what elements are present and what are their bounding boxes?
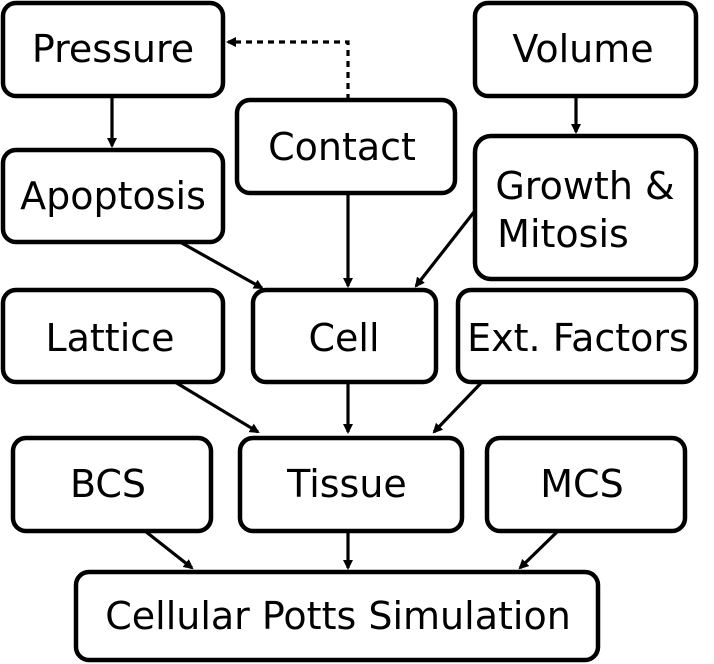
edge-lattice-to-tissue [174,380,260,434]
edge-contact-to-pressure [226,37,350,100]
node-bcs: BCS [10,435,214,534]
node-tissue: Tissue [237,435,465,534]
node-pressure: Pressure [0,0,226,99]
node-ext-factors: Ext. Factors [455,287,699,385]
node-simulation: Cellular Potts Simulation [73,569,601,663]
edge-ext-factors-to-tissue [432,380,484,434]
node-mcs: MCS [484,435,688,534]
node-growth-label-line1: Growth & [495,164,674,208]
node-apoptosis-label: Apoptosis [20,174,206,218]
node-simulation-label: Cellular Potts Simulation [105,594,571,638]
node-lattice: Lattice [0,287,226,385]
node-growth-mitosis: Growth & Mitosis [472,133,699,282]
node-growth-label-line2: Mitosis [497,212,629,256]
node-cell: Cell [250,287,439,385]
node-ext-factors-label: Ext. Factors [467,316,689,360]
node-bcs-label: BCS [70,462,146,506]
edges [107,37,581,570]
node-volume: Volume [472,0,699,99]
node-mcs-label: MCS [540,462,623,506]
node-cell-label: Cell [308,316,379,360]
node-pressure-label: Pressure [32,27,194,71]
node-contact-label: Contact [268,125,416,169]
node-tissue-label: Tissue [286,462,407,506]
node-contact: Contact [234,97,458,196]
edge-growth-to-cell [414,211,476,288]
node-volume-label: Volume [512,27,653,71]
edge-mcs-to-simulation [518,529,560,570]
edge-apoptosis-to-cell [179,240,264,290]
edge-bcs-to-simulation [144,529,194,570]
node-lattice-label: Lattice [45,316,174,360]
node-apoptosis: Apoptosis [0,147,226,245]
